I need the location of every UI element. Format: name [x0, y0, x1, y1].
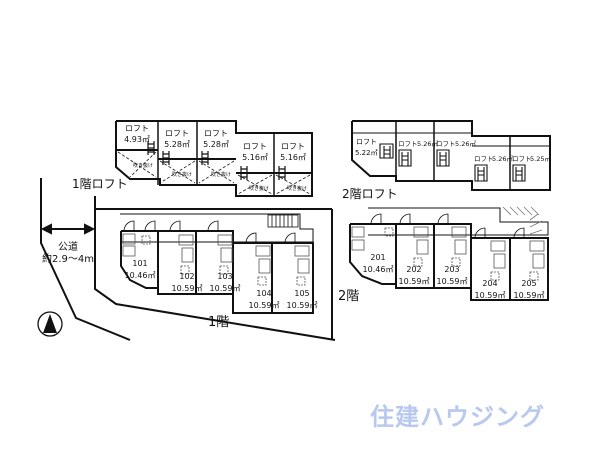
floor2-unit-labels: 201 10.46㎡ 202 10.59㎡ 203 10.59㎡ 204 10.… — [363, 253, 545, 300]
loft-area: 5.26㎡ — [417, 139, 438, 148]
door-icon — [370, 213, 525, 239]
floor2-plan — [349, 206, 549, 301]
unit-area: 10.59㎡ — [287, 301, 318, 310]
void-label: 吹き抜け — [249, 185, 269, 192]
unit-area: 10.59㎡ — [172, 284, 203, 293]
floor2-loft-title: 2階ロフト — [342, 186, 398, 201]
floor2-loft-plan — [351, 120, 551, 191]
unit-area: 10.59㎡ — [437, 277, 468, 286]
loft-label: ロフト — [204, 129, 228, 138]
unit-number: 104 — [256, 289, 271, 298]
loft-area: 4.93㎡ — [124, 135, 150, 144]
unit-area: 10.46㎡ — [125, 271, 156, 280]
unit-number: 201 — [370, 253, 385, 262]
loft-area: 5.22㎡ — [355, 149, 378, 157]
unit-number: 105 — [294, 289, 309, 298]
loft-label: ロフト — [165, 129, 189, 138]
loft-label: ロフト — [512, 155, 532, 163]
unit-number: 204 — [482, 279, 497, 288]
floor1-unit-labels: 101 10.46㎡ 102 10.59㎡ 103 10.59㎡ 104 10.… — [125, 259, 318, 310]
unit-number: 205 — [521, 279, 536, 288]
loft-area: 5.26㎡ — [492, 154, 513, 163]
unit-area: 10.59㎡ — [514, 291, 545, 300]
unit-area: 10.59㎡ — [210, 284, 241, 293]
floor1-plan — [120, 213, 314, 314]
road-width: 約2.9〜4m — [42, 252, 94, 265]
loft-area: 5.28㎡ — [164, 140, 190, 149]
void-label: 吹き抜け — [133, 162, 153, 169]
road-edge-left — [40, 178, 131, 341]
loft-label: ロフト — [474, 155, 494, 163]
void-label: 吹き抜け — [211, 171, 231, 178]
void-label: 吹き抜け — [287, 185, 307, 192]
loft-label: ロフト — [356, 138, 377, 146]
loft-area: 5.26㎡ — [455, 139, 476, 148]
unit-number: 103 — [217, 272, 232, 281]
loft-area: 5.25㎡ — [530, 154, 551, 163]
unit-area: 10.59㎡ — [475, 291, 506, 300]
unit-area: 10.59㎡ — [399, 277, 430, 286]
loft-area: 5.16㎡ — [242, 153, 268, 162]
floor1-loft-plan — [115, 120, 313, 197]
road-label: 公道 — [58, 240, 78, 253]
floor2-loft-labels: ロフト 5.22㎡ ロフト 5.26㎡ ロフト 5.26㎡ ロフト 5.26㎡ … — [355, 138, 551, 163]
void-label: 吹き抜け — [172, 171, 192, 178]
door-icon — [123, 220, 296, 244]
bathroom-fixture-icon — [351, 226, 545, 281]
unit-number: 202 — [406, 265, 421, 274]
bathroom-fixture-icon — [122, 233, 310, 286]
loft-ladder-icon — [379, 143, 526, 182]
unit-number: 203 — [444, 265, 459, 274]
unit-area: 10.46㎡ — [363, 265, 394, 274]
unit-number: 101 — [132, 259, 147, 268]
floor1-loft-title: 1階ロフト — [72, 176, 128, 191]
loft-area: 5.28㎡ — [203, 140, 229, 149]
road-width-arrow — [40, 223, 96, 235]
floor1-loft-labels: ロフト 4.93㎡ ロフト 5.28㎡ ロフト 5.28㎡ ロフト 5.16㎡ … — [124, 124, 307, 192]
site-boundary — [40, 178, 336, 341]
company-watermark: 住建ハウジング — [370, 403, 545, 431]
unit-area: 10.59㎡ — [249, 301, 280, 310]
road-edge-right — [94, 196, 336, 341]
loft-label: ロフト — [243, 142, 267, 151]
loft-label: ロフト — [398, 140, 418, 148]
floor2-title: 2階 — [338, 289, 359, 304]
loft-label: ロフト — [125, 124, 149, 133]
loft-label: ロフト — [281, 142, 305, 151]
north-arrow-icon — [37, 311, 63, 337]
loft-label: ロフト — [436, 140, 456, 148]
unit-number: 102 — [179, 272, 194, 281]
floor1-title: 1階 — [208, 315, 229, 330]
loft-ladder-icon — [147, 141, 286, 180]
loft-area: 5.16㎡ — [280, 153, 306, 162]
